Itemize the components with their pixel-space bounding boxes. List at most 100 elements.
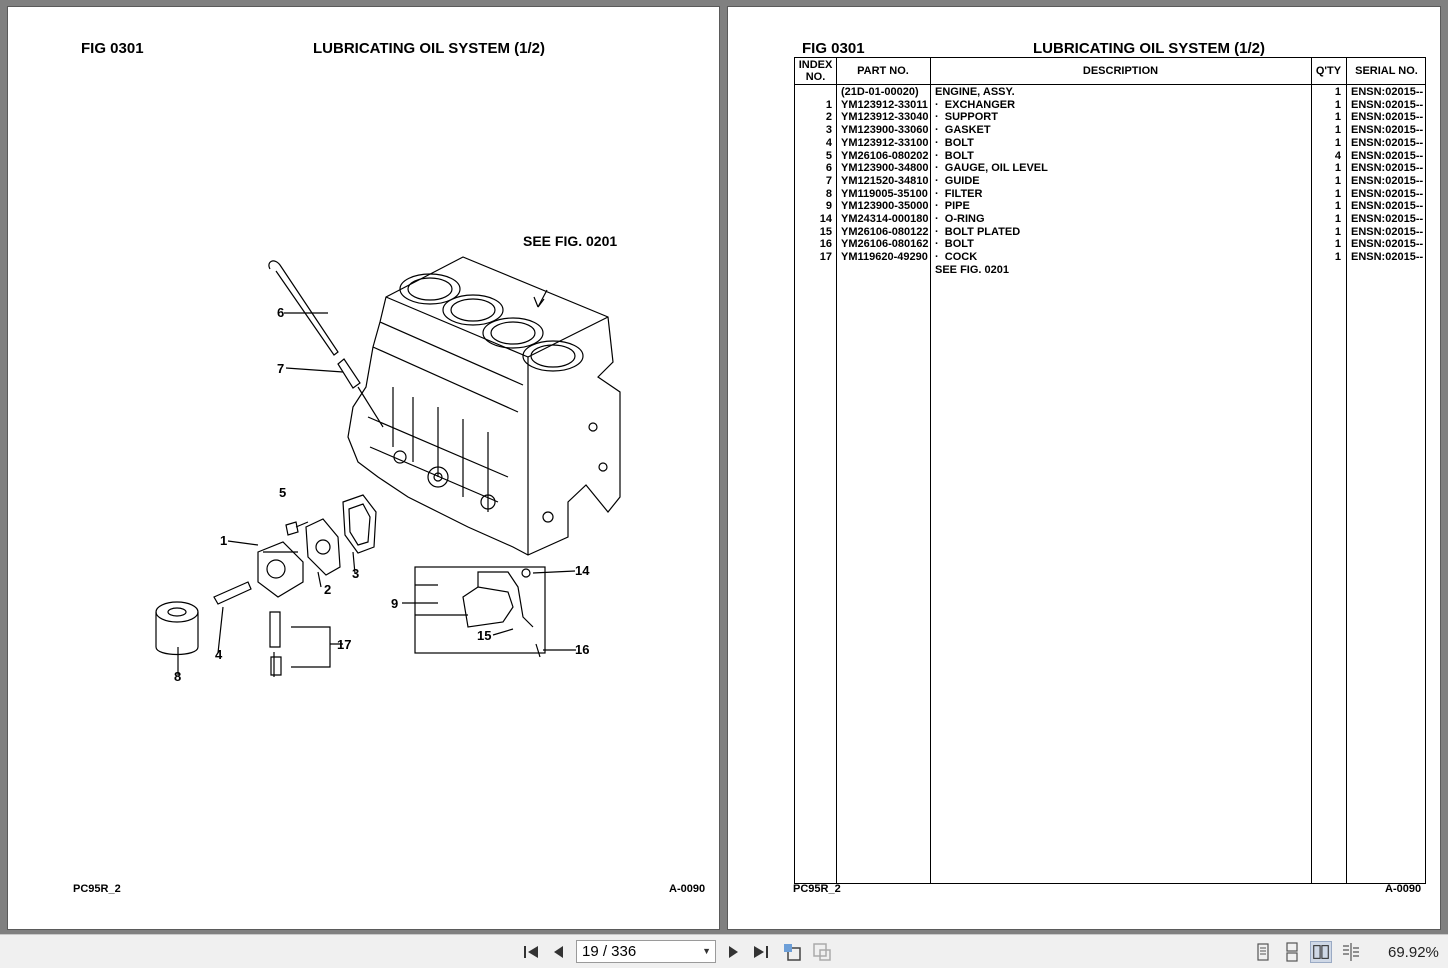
fig-title: LUBRICATING OIL SYSTEM (1/2) (313, 40, 545, 57)
row-index: 14 (819, 213, 832, 225)
first-page-icon[interactable] (520, 941, 542, 963)
row-index: 1 (825, 98, 832, 111)
callout-6: 6 (277, 305, 285, 320)
fig-number: FIG 0301 (81, 40, 144, 57)
table-row: SEE FIG. 0201 (795, 264, 1425, 277)
row-part-no: YM123912-33040 (841, 111, 929, 124)
callout-17: 17 (337, 637, 352, 652)
row-index: 6 (825, 162, 832, 175)
chevron-down-icon[interactable]: ▼ (702, 946, 711, 956)
row-index: 17 (819, 251, 832, 264)
parts-table: INDEX NO. PART NO. DESCRIPTION Q'TY SERI… (794, 57, 1426, 884)
row-description: SEE FIG. 0201 (935, 263, 1009, 276)
row-index: 4 (825, 136, 832, 149)
page-indicator-text: 19 / 336 (582, 943, 637, 960)
row-qty: 1 (1334, 225, 1341, 238)
row-description: · GASKET (935, 124, 991, 137)
row-description: · COCK (935, 251, 978, 264)
row-part-no: YM123912-33011 (841, 98, 928, 111)
row-serial: ENSN:02015-- (1351, 251, 1424, 264)
next-view-icon[interactable] (811, 941, 833, 963)
continuous-facing-view-icon[interactable] (1340, 941, 1362, 963)
previous-page-icon[interactable] (548, 941, 570, 963)
row-description: · BOLT (935, 238, 974, 251)
viewer-toolbar: 19 / 336 ▼ 69.92% (0, 934, 1448, 968)
row-qty: 1 (1334, 162, 1341, 175)
row-description: · BOLT PLATED (935, 225, 1021, 238)
row-part-no: (21D-01-00020) (841, 86, 919, 98)
row-description: ENGINE, ASSY. (935, 86, 1015, 98)
right-page: FIG 0301 LUBRICATING OIL SYSTEM (1/2) IN… (727, 6, 1441, 930)
row-part-no: YM26106-080202 (841, 149, 929, 162)
header-index: INDEX (798, 59, 833, 71)
row-qty: 1 (1334, 200, 1341, 213)
row-description: · BOLT (935, 149, 974, 162)
row-description: · EXCHANGER (935, 98, 1016, 111)
row-qty: 1 (1334, 98, 1341, 111)
header-qty: Q'TY (1315, 65, 1342, 77)
row-part-no: YM121520-34810 (841, 174, 929, 187)
row-description: · O-RING (935, 213, 985, 225)
parts-diagram (155, 256, 621, 677)
row-part-no: YM26106-080162 (841, 238, 929, 251)
row-index: 3 (825, 124, 832, 137)
row-part-no: YM123912-33100 (841, 136, 929, 149)
header-description: DESCRIPTION (1082, 65, 1159, 77)
callout-7: 7 (277, 361, 285, 376)
fig-title: LUBRICATING OIL SYSTEM (1/2) (1033, 40, 1265, 57)
callout-14: 14 (575, 563, 590, 578)
row-qty: 1 (1334, 86, 1341, 98)
row-serial: ENSN:02015-- (1351, 162, 1424, 175)
row-description: · GUIDE (935, 174, 980, 187)
row-qty: 1 (1334, 136, 1341, 149)
callout-1: 1 (220, 533, 228, 548)
row-index: 5 (825, 149, 832, 162)
engine-block-drawing (347, 256, 621, 556)
zoom-level[interactable]: 69.92% (1388, 944, 1439, 961)
row-part-no: YM123900-34800 (841, 162, 929, 175)
row-qty: 1 (1334, 174, 1341, 187)
callout-8: 8 (174, 669, 182, 684)
table-row: 6 YM123900-34800 · GAUGE, OIL LEVEL 1 ENSN:0… (795, 162, 1425, 175)
row-index: 15 (819, 225, 832, 238)
previous-view-icon[interactable] (781, 941, 803, 963)
row-description: · FILTER (935, 187, 983, 200)
row-index: 8 (825, 187, 832, 200)
row-qty: 1 (1334, 187, 1341, 200)
last-page-icon[interactable] (750, 941, 772, 963)
callout-15: 15 (477, 628, 492, 643)
row-serial: ENSN:02015-- (1351, 124, 1424, 137)
dipstick-drawing (268, 260, 339, 356)
continuous-view-icon[interactable] (1281, 941, 1303, 963)
row-serial: ENSN:02015-- (1351, 200, 1424, 213)
row-serial: ENSN:02015-- (1351, 225, 1424, 238)
row-qty: 4 (1334, 149, 1341, 162)
callout-9: 9 (391, 596, 399, 611)
row-qty: 1 (1334, 213, 1341, 225)
exchanger-drawing (257, 541, 304, 598)
next-page-icon[interactable] (722, 941, 744, 963)
page-number-input[interactable]: 19 / 336 ▼ (576, 940, 716, 963)
row-index: 9 (825, 200, 832, 213)
see-fig-annotation: SEE FIG. 0201 (523, 233, 618, 249)
callout-5: 5 (279, 485, 287, 500)
header-part-no: PART NO. (857, 65, 909, 77)
row-description: · GAUGE, OIL LEVEL (935, 162, 1048, 175)
single-page-view-icon[interactable] (1252, 941, 1274, 963)
page-footer-number: A-0090 (1385, 883, 1422, 895)
facing-view-icon[interactable] (1310, 941, 1332, 963)
row-index: 16 (819, 238, 832, 251)
row-index: 2 (825, 111, 832, 124)
row-serial: ENSN:02015-- (1351, 187, 1424, 200)
row-description: · PIPE (935, 200, 970, 213)
